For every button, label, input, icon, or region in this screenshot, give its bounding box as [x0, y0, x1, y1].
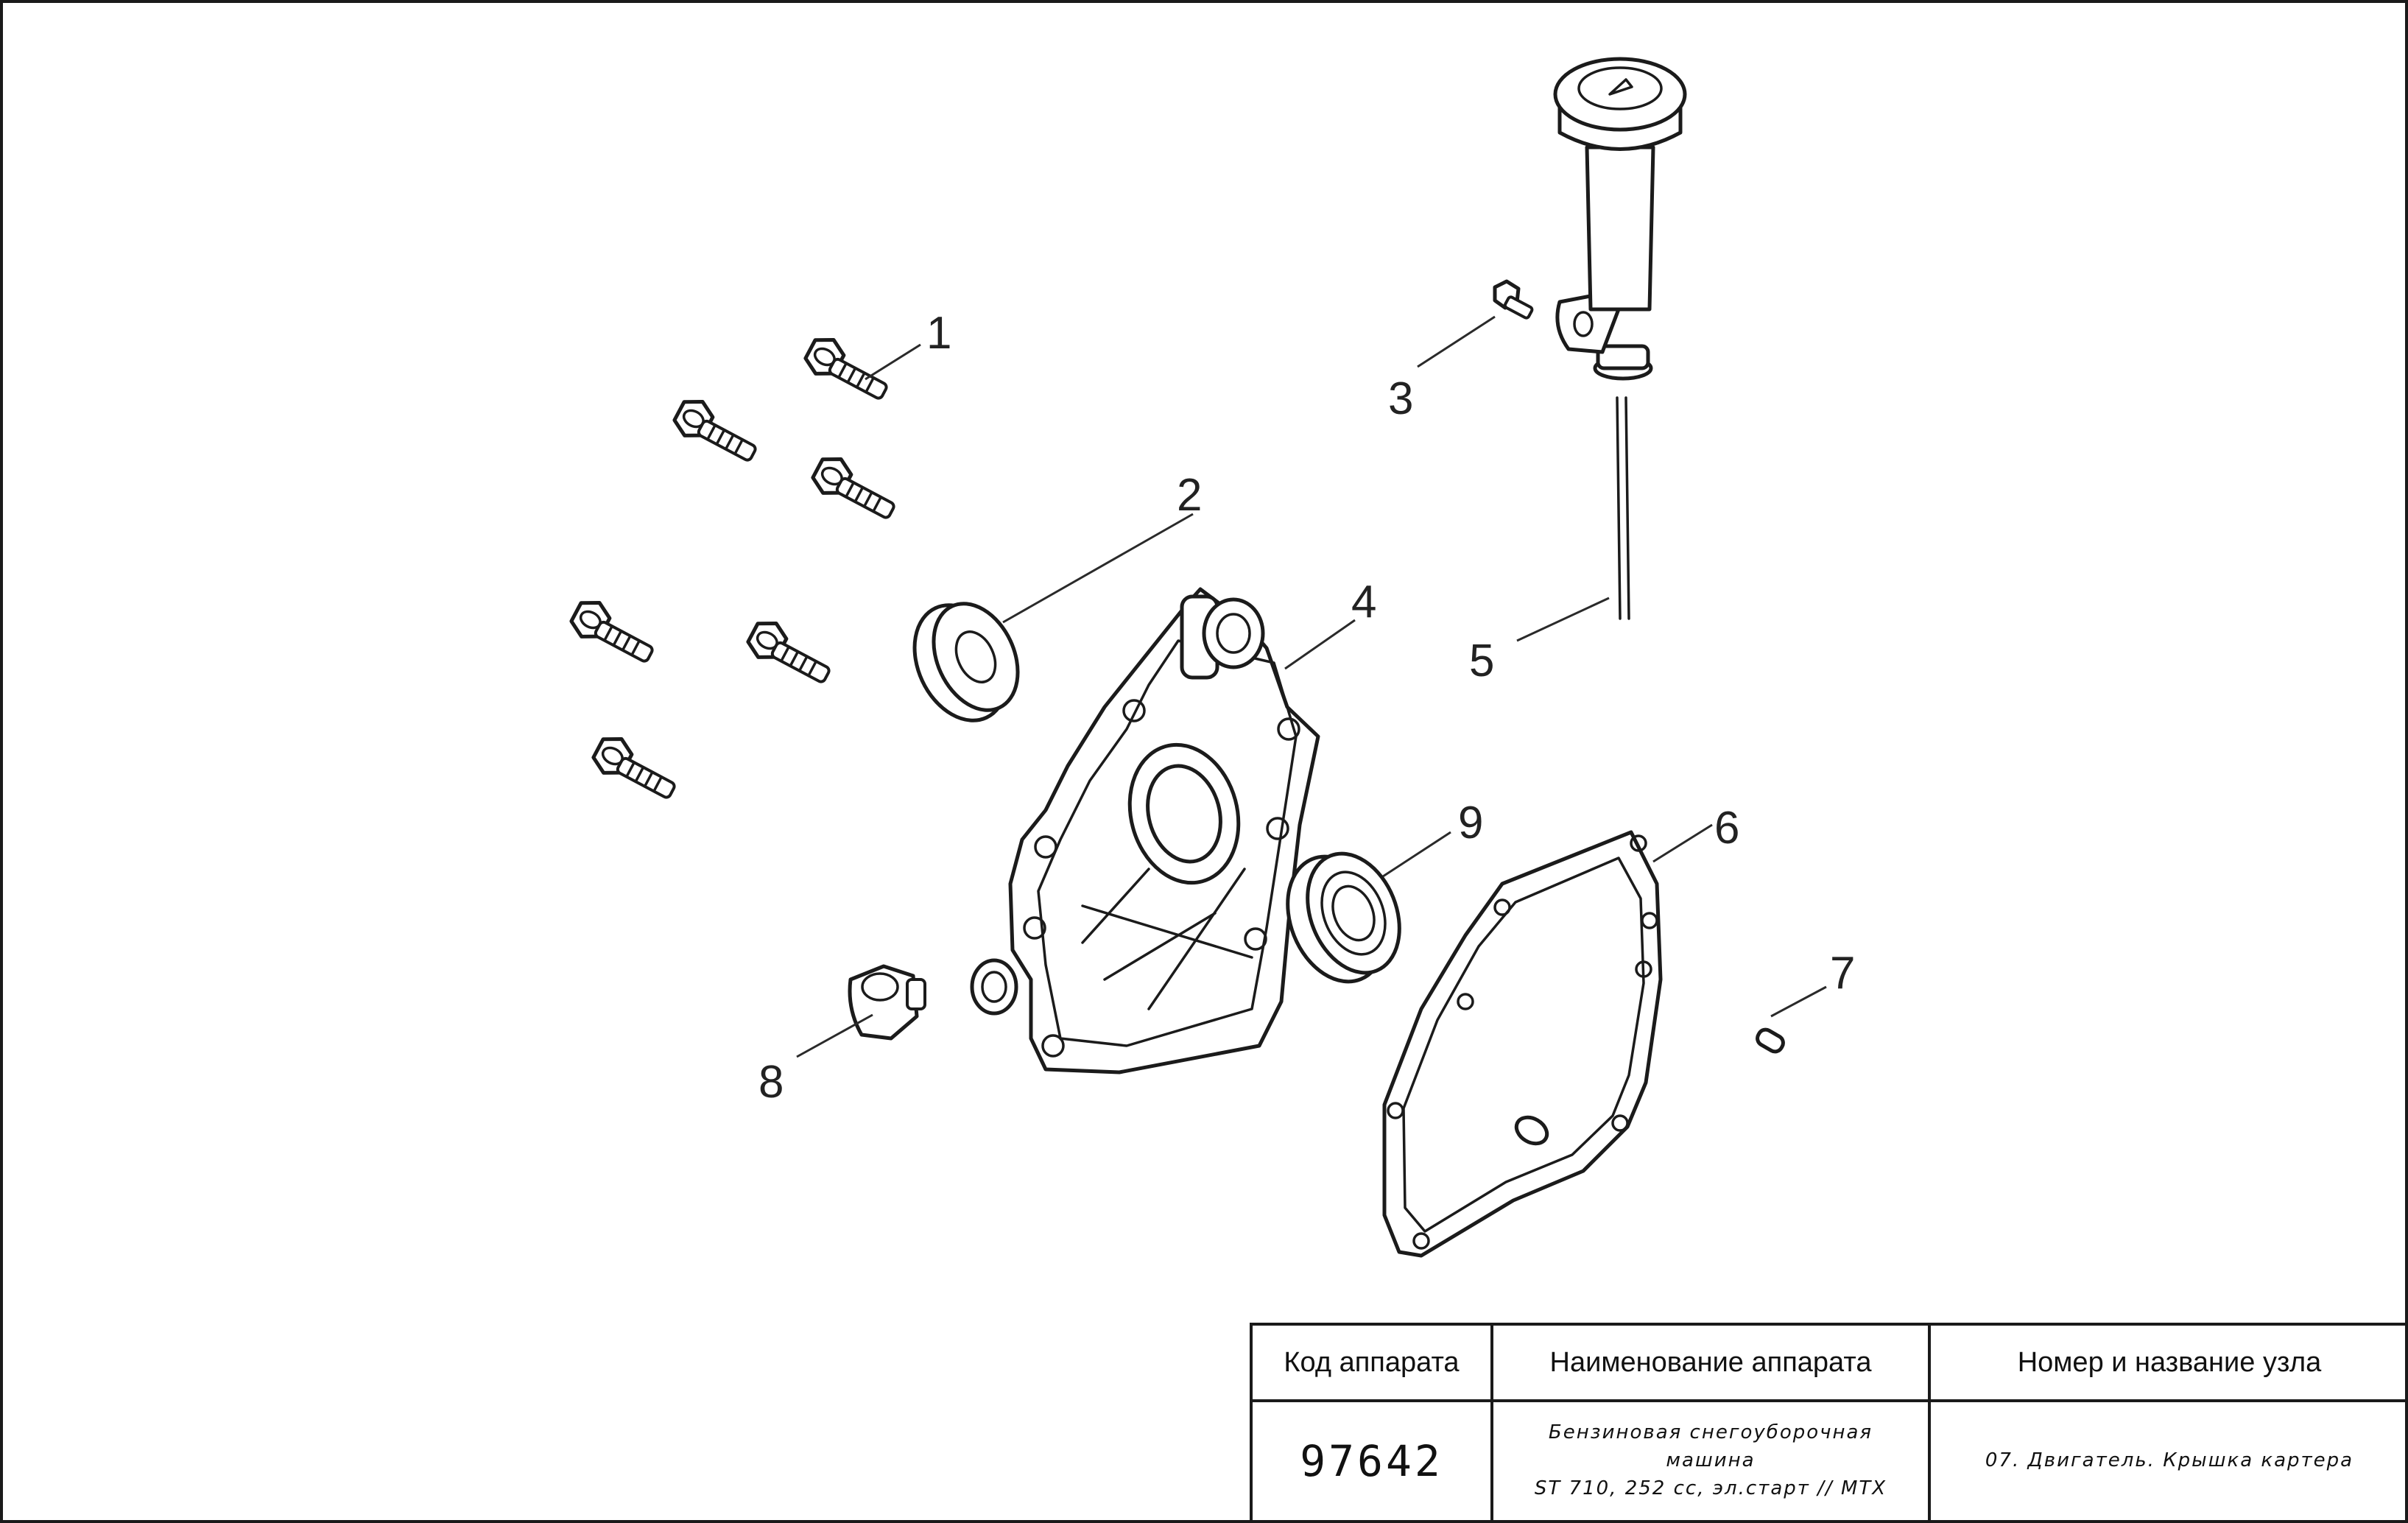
title-block-value-row: 97642 Бензиновая снегоуборочная машина S…: [1250, 1399, 2408, 1523]
oil-dipstick: [1553, 57, 1687, 620]
leader-lines: [796, 315, 1827, 1058]
callout-3: 3: [1388, 373, 1413, 424]
unit-name-value: 07. Двигатель. Крышка картера: [1928, 1399, 2408, 1523]
callout-6: 6: [1714, 803, 1739, 854]
cover-gasket: [1382, 830, 1663, 1258]
oil-seal: [912, 602, 1020, 722]
callout-5: 5: [1469, 636, 1494, 686]
dowel-pin: [1756, 1027, 1785, 1054]
callout-4: 4: [1351, 577, 1376, 627]
title-block: Код аппарата Наименование аппарата Номер…: [1250, 1323, 2408, 1523]
bolt: [589, 731, 683, 805]
header-device-code: Код аппарата: [1250, 1323, 1493, 1402]
bolt: [809, 451, 902, 525]
bolt: [744, 616, 837, 689]
bolt: [567, 595, 661, 669]
device-name-value: Бензиновая снегоуборочная машина ST 710,…: [1490, 1399, 1931, 1523]
bolt-group: [567, 332, 902, 805]
header-unit-name: Номер и название узла: [1928, 1323, 2408, 1402]
callout-7: 7: [1830, 948, 1855, 999]
header-device-name: Наименование аппарата: [1490, 1323, 1931, 1402]
title-block-table: Код аппарата Наименование аппарата Номер…: [1250, 1323, 2408, 1523]
title-block-header-row: Код аппарата Наименование аппарата Номер…: [1250, 1323, 2408, 1402]
bolt: [670, 394, 764, 468]
device-name-line-1: Бензиновая снегоуборочная машина: [1548, 1421, 1873, 1472]
crankcase-cover: [970, 587, 1320, 1074]
callout-1: 1: [926, 308, 951, 359]
device-name-line-2: ST 710, 252 cc, эл.старт // MTX: [1534, 1477, 1887, 1499]
small-bolt: [1493, 279, 1534, 320]
callout-8: 8: [758, 1057, 784, 1108]
device-code-value: 97642: [1250, 1399, 1493, 1523]
callout-9: 9: [1458, 798, 1483, 848]
callout-2: 2: [1177, 470, 1202, 521]
ball-bearing: [1286, 851, 1401, 984]
callout-labels: 1 2 3 4 5 6 7 8 9: [758, 308, 1855, 1108]
drain-plug: [848, 964, 926, 1041]
